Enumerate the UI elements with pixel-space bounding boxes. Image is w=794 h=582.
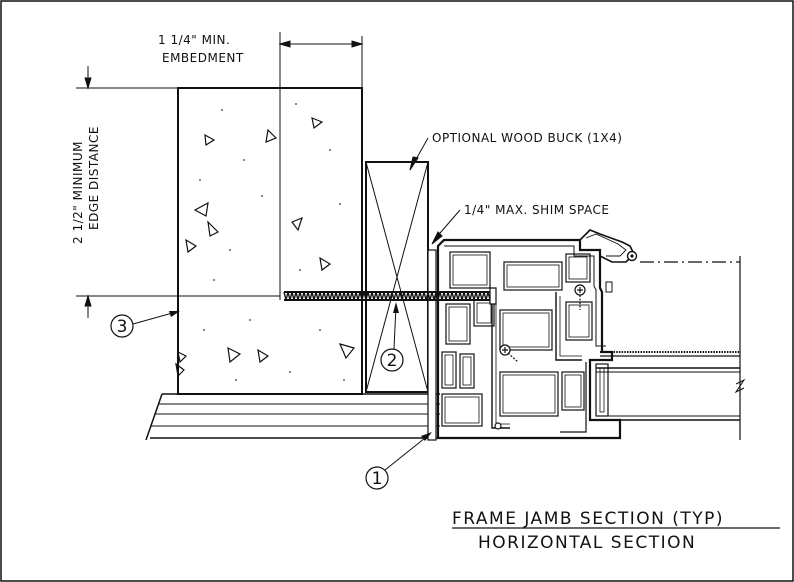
shim: [427, 249, 437, 441]
callout-1-number: 1: [372, 469, 383, 489]
drawing-title: FRAME JAMB SECTION (TYP): [452, 509, 724, 529]
callout-2: 2: [380, 302, 404, 372]
frame-screws: [494, 284, 586, 430]
callout-3: 3: [110, 311, 180, 338]
anchor-screw: [283, 287, 497, 305]
edge-distance-note: 2 1/2" MINIMUM EDGE DISTANCE: [71, 126, 101, 244]
interior-line: [640, 256, 741, 346]
embedment-note-line2: EMBEDMENT: [162, 51, 244, 65]
concrete-block: [175, 87, 363, 395]
drawing-subtitle: HORIZONTAL SECTION: [478, 533, 696, 553]
wood-buck-leader: [409, 137, 429, 171]
title-block: FRAME JAMB SECTION (TYP) HORIZONTAL SECT…: [452, 509, 780, 553]
shim-leader: [431, 209, 461, 245]
wall-section: [145, 393, 440, 441]
callout-3-number: 3: [117, 317, 128, 337]
shim-note: 1/4" MAX. SHIM SPACE: [464, 203, 609, 217]
window-frame-profile: [436, 238, 622, 440]
edge-note-line1: 2 1/2" MINIMUM: [71, 141, 85, 244]
glazing-unit: [595, 346, 746, 440]
callout-1: 1: [365, 432, 432, 490]
callout-2-number: 2: [387, 351, 398, 371]
edge-note-line2: EDGE DISTANCE: [87, 126, 101, 230]
snap-cover: [579, 229, 638, 263]
embedment-note-line1: 1 1/4" MIN.: [158, 33, 230, 47]
edge-distance-dimension: [76, 66, 280, 318]
wood-buck-note: OPTIONAL WOOD BUCK (1X4): [432, 131, 622, 145]
embedment-dimension: [278, 32, 364, 300]
